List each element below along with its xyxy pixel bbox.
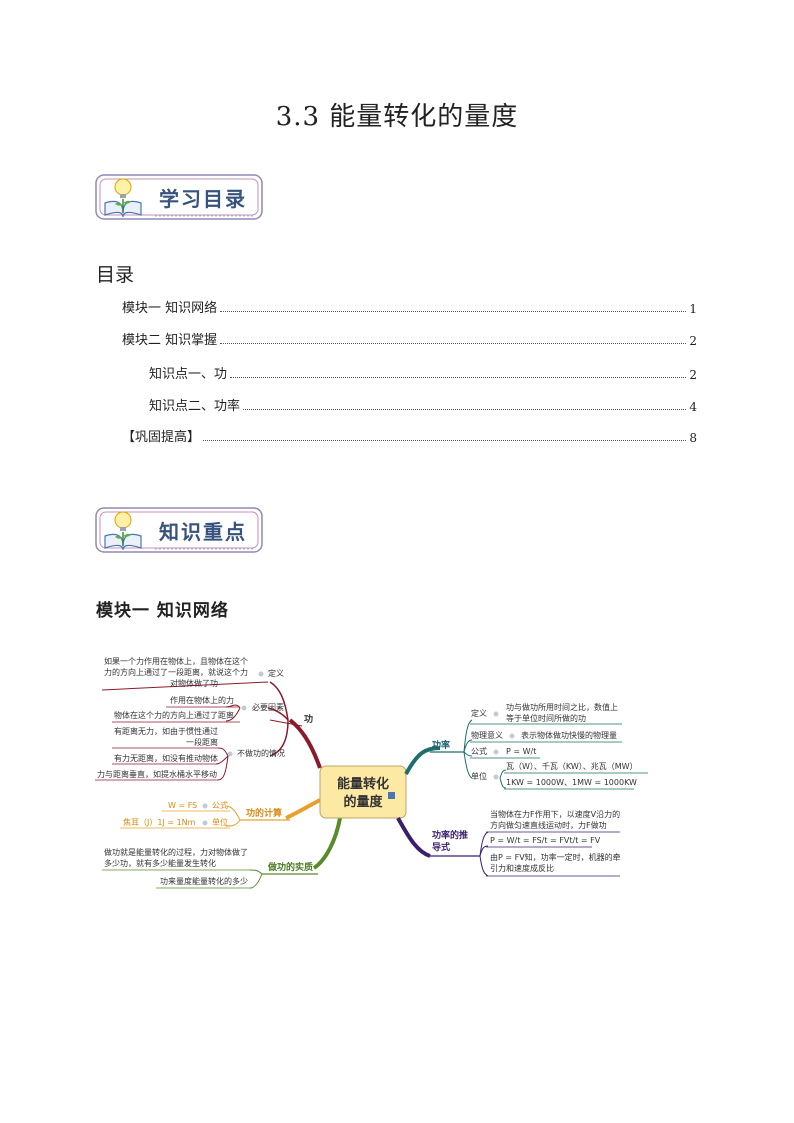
banner-title: 知识重点 [159,520,247,544]
page-title: 3.3 能量转化的量度 [275,102,519,132]
power-unit-label: 单位 [471,771,487,781]
toc-entry[interactable]: 【巩固提高】 8 [122,427,697,445]
branch-work-connector [288,718,322,769]
node-dot-icon [227,751,233,757]
work-factor-2: 物体在这个力的方向上通过了距离 [114,710,234,720]
center-line1: 能量转化 [337,776,389,792]
derive-text2: P = W/t = FS/t = FVt/t = FV [490,836,601,845]
banner-frame [95,174,263,220]
power-unit-text1: 瓦（W）、千瓦（KW）、兆瓦（MW） [506,761,638,771]
work-nowork-1b: 一段距离 [186,737,218,747]
toc-entry-page: 2 [689,368,697,382]
node-dot-icon [493,711,499,717]
book-lightbulb-icon [104,178,142,218]
node-dot-icon [202,803,208,809]
toc-entry-label: 知识点二、功率 [149,399,241,414]
node-dot-icon [202,820,208,826]
node-dot-icon [493,774,499,780]
essence-text-1a: 做功就是能量转化的过程，力对物体做了 [104,847,248,857]
mindmap-node-derive-2: 导式 [432,841,450,853]
module-heading: 模块一 知识网络 [96,601,229,621]
banner-title: 学习目录 [159,187,247,211]
toc-entry[interactable]: 模块二 知识掌握 2 [122,330,697,348]
toc-entry[interactable]: 知识点二、功率 4 [149,396,697,414]
power-formula-text: P = W/t [506,747,536,756]
calc-formula: W = FS [168,801,197,810]
branch-derive-connector [396,817,431,858]
toc-entry[interactable]: 模块一 知识网络 1 [122,298,697,316]
toc-entry-page: 4 [689,400,697,414]
toc-leader-dots [230,377,687,378]
work-def-line1: 如果一个力作用在物体上，且物体在这个 [104,656,248,666]
power-unit-text2: 1KW = 1000W、1MW = 1000KW [506,778,637,787]
node-dot-icon [258,671,264,677]
toc-entry-label: 模块一 知识网络 [122,301,218,316]
mindmap-node-essence: 做功的实质 [267,861,313,873]
derive-text1b: 方向做匀速直线运动时，力F做功 [490,820,607,830]
derive-text1a: 当物体在力F作用下，以速度V沿力的 [490,809,620,819]
power-def-line2: 等于单位时间所做的功 [506,713,586,723]
work-def-line3: 对物体做了功 [170,678,218,688]
node-dot-icon [493,749,499,755]
toc-entry-page: 1 [689,302,697,316]
toc-entry[interactable]: 知识点一、功 2 [149,364,697,382]
work-nowork-2: 有力无距离，如没有推动物体 [114,753,218,763]
node-dot-icon [509,733,515,739]
branch-power-connector [404,746,441,775]
calc-unit: 焦耳（J）1J = 1Nm [123,817,196,827]
mindmap-node-derive-1: 功率的推 [432,829,468,841]
book-lightbulb-icon [104,511,142,551]
work-def-line2: 力的方向上通过了一段距离，就说这个力 [104,667,248,677]
power-def-line1: 功与做功所用时间之比，数值上 [506,702,618,712]
derive-text3b: 引力和速度成反比 [490,863,554,873]
calc-formula-label: 公式 [212,800,228,810]
branch-calc-connector [285,798,321,820]
toc-leader-dots [243,409,687,410]
work-nowork-1a: 有距离无力，如由于惯性通过 [114,726,218,736]
toc-entry-label: 【巩固提高】 [122,430,201,445]
note-icon [388,792,395,799]
essence-text-1b: 多少功，就有多少能量发生转化 [104,858,216,868]
work-nowork-3: 力与距离垂直，如提水桶水平移动 [97,769,217,779]
mindmap-center-node [319,765,407,819]
mindmap: 功 定义 如果一个力作用在物体上，且物体在这个 力的方向上通过了一段距离，就说这… [95,656,648,889]
calc-unit-label: 单位 [212,817,228,827]
toc-leader-dots [220,343,687,344]
section-banner-key: 知识重点 [95,506,265,554]
toc-entry-page: 2 [689,334,697,348]
work-factor-1: 作用在物体上的力 [170,695,234,705]
toc-heading: 目录 [96,264,135,286]
power-def-label: 定义 [471,708,487,718]
derive-text3a: 由P = FV知，功率一定时，机器的牵 [490,852,621,862]
power-meaning-text: 表示物体做功快慢的物理量 [521,730,617,740]
toc-leader-dots [203,440,687,441]
node-dot-icon [241,705,247,711]
toc-entry-label: 模块二 知识掌握 [122,333,218,348]
essence-text-2: 功来量度能量转化的多少 [160,876,248,886]
work-nowork-label: 不做功的情况 [237,748,285,758]
mindmap-node-power: 功率 [432,739,450,751]
power-meaning-label: 物理意义 [471,730,503,740]
toc-leader-dots [220,311,687,312]
center-line2: 的量度 [343,794,383,810]
mindmap-node-calc: 功的计算 [246,807,282,819]
toc-entry-label: 知识点一、功 [149,367,228,382]
power-formula-label: 公式 [471,746,487,756]
section-banner-study: 学习目录 [95,173,265,221]
work-def-label: 定义 [268,668,284,678]
toc-entry-page: 8 [689,431,697,445]
work-factors-label: 必要因素 [252,702,284,712]
mindmap-node-work: 功 [304,713,313,725]
banner-frame [95,507,263,553]
branch-essence-connector [312,817,342,870]
